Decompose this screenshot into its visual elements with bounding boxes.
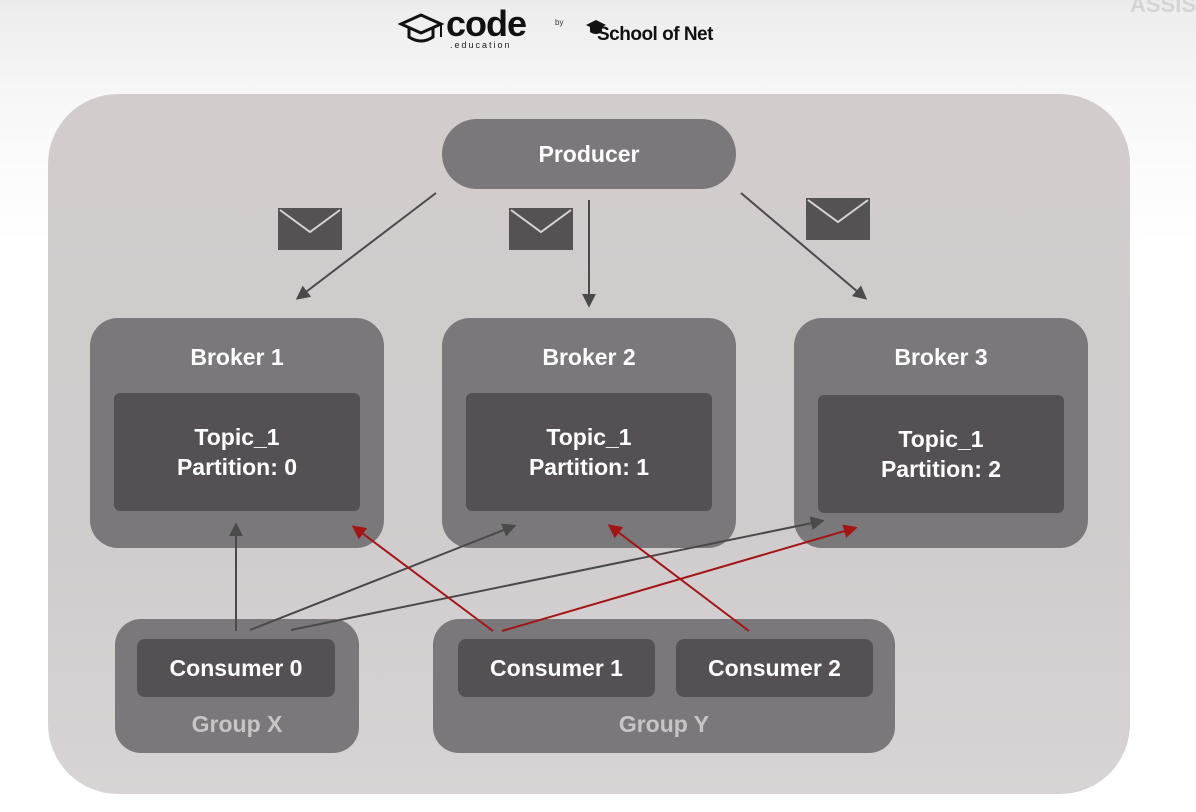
code-logo-text: code [446,3,527,44]
consumer-2: Consumer 2 [676,639,873,697]
broker-3-topic: Topic_1 [898,426,984,452]
consumer-2-label: Consumer 2 [708,654,841,681]
group-y: Consumer 1 Consumer 2 Group Y [433,619,895,753]
code-education-logo: code .education [397,6,548,52]
broker-1-topic: Topic_1 [194,424,280,450]
consumer-1-label: Consumer 1 [490,654,623,681]
broker-2-topic: Topic_1 [546,424,632,450]
broker-3-partition: Partition: 2 [880,456,1002,482]
broker-3-topic-partition: Topic_1 Partition: 2 [818,395,1064,513]
group-y-label: Group Y [618,711,710,737]
envelope-icon [509,208,573,250]
header: code .education by School of Net ASSIS [0,0,1196,80]
broker-2-title: Broker 2 [542,344,636,370]
broker-3-title: Broker 3 [894,344,988,370]
broker-2-topic-partition: Topic_1 Partition: 1 [466,393,712,511]
consumer-1: Consumer 1 [458,639,655,697]
school-cap-icon [586,20,606,34]
broker-1: Broker 1 Topic_1 Partition: 0 [90,318,384,548]
code-logo-subtext: .education [450,40,512,50]
group-x: Consumer 0 Group X [115,619,359,753]
graduation-cap-icon [397,13,445,43]
corner-watermark-text: ASSIS [1129,0,1196,17]
broker-2-partition: Partition: 1 [528,454,650,480]
broker-3: Broker 3 Topic_1 Partition: 2 [794,318,1088,548]
broker-1-partition: Partition: 0 [176,454,298,480]
school-of-net-logo: School of Net [585,18,725,48]
school-of-net-text: School of Net [597,24,713,45]
broker-1-title: Broker 1 [190,344,284,370]
by-text: by [555,18,564,27]
producer-node: Producer [442,119,736,189]
producer-label: Producer [538,140,640,167]
consumer-0: Consumer 0 [137,639,335,697]
group-x-label: Group X [191,711,283,737]
envelope-icon [278,208,342,250]
broker-1-topic-partition: Topic_1 Partition: 0 [114,393,360,511]
broker-2: Broker 2 Topic_1 Partition: 1 [442,318,736,548]
envelope-icon [806,198,870,240]
consumer-0-label: Consumer 0 [169,654,303,681]
